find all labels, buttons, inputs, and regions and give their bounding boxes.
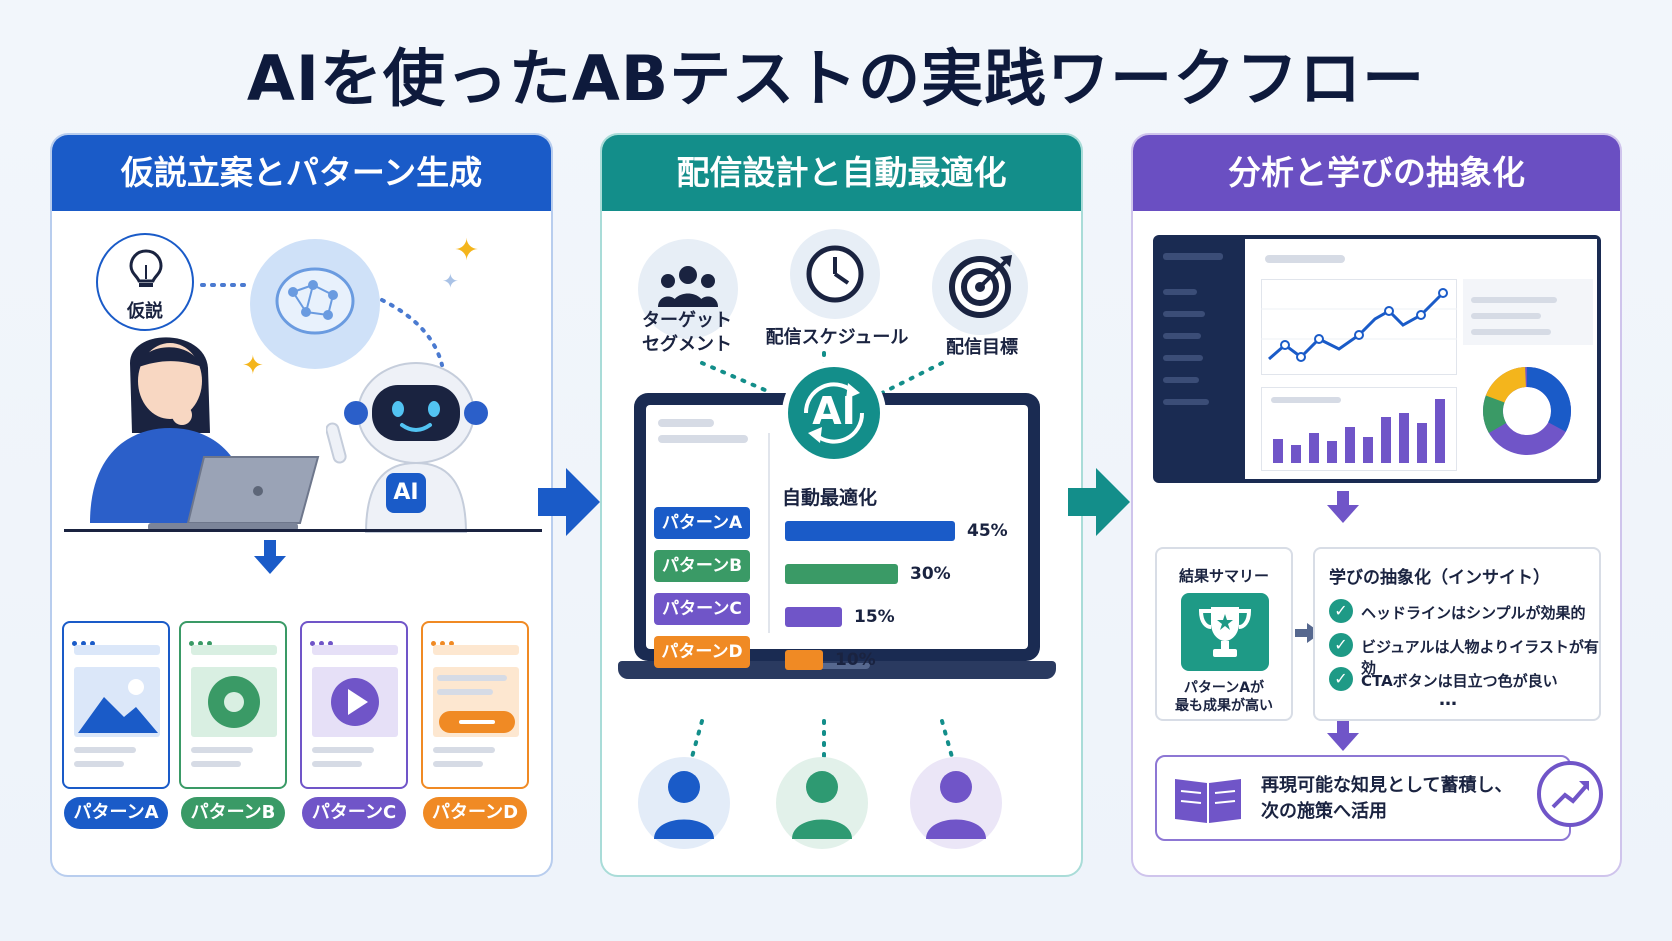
pattern-tag: パターンB <box>654 550 750 582</box>
user-icon <box>792 771 852 839</box>
ai-badge: AI <box>386 473 426 513</box>
arrow-down-icon <box>1327 721 1359 751</box>
page-title: AIを使ったABテストの実践ワークフロー <box>246 42 1426 115</box>
pattern-tag: パターンD <box>654 636 750 668</box>
allocation-bar <box>785 650 823 670</box>
sparkle-icon: ✦ <box>442 269 459 293</box>
result-summary-card: 結果サマリー パターンAが 最も成果が高い <box>1155 547 1293 721</box>
refresh-icon <box>803 382 865 444</box>
ai-brain-graphic <box>250 239 380 369</box>
pattern-tag: パターンC <box>654 593 750 625</box>
trend-up-icon <box>1551 781 1589 809</box>
target-segment-label: ターゲット セグメント <box>642 310 732 355</box>
target-icon <box>949 255 1012 318</box>
flow-arrow-icon <box>1068 468 1130 536</box>
user-avatar <box>910 757 1002 849</box>
allocation-percent: 45% <box>967 521 1008 541</box>
insight-card: 学びの抽象化（インサイト） ✓ ヘッドラインはシンプルが効果的 ✓ ビジュアルは人物よ… <box>1313 547 1601 721</box>
sparkle-icon: ✦ <box>454 233 480 268</box>
trophy-badge <box>1181 593 1269 671</box>
lightbulb-icon <box>129 249 163 287</box>
outcome-card: 再現可能な知見として蓄積し、 次の施策へ活用 <box>1155 755 1571 841</box>
arrow-down-icon <box>1327 491 1359 523</box>
ai-engine: AI <box>782 361 886 465</box>
hypothesis-bubble: 仮説 <box>96 233 194 331</box>
check-icon: ✓ <box>1329 633 1353 657</box>
trophy-icon <box>1199 607 1251 657</box>
panel-hypothesis-generation: 仮説立案とパターン生成 仮説 ✦ ✦ ✦ <box>50 133 553 877</box>
allocation-percent: 10% <box>835 650 876 670</box>
allocation-percent: 30% <box>910 564 951 584</box>
pattern-label: パターンC <box>302 797 406 829</box>
desk-line <box>64 529 542 532</box>
insight-title: 学びの抽象化（インサイト） <box>1329 568 1550 588</box>
analytics-dashboard <box>1153 235 1601 483</box>
outcome-text: 再現可能な知見として蓄積し、 次の施策へ活用 <box>1261 775 1513 822</box>
user-avatar <box>638 757 730 849</box>
summary-text: パターンAが 最も成果が高い <box>1175 680 1273 714</box>
book-icon <box>1175 779 1241 823</box>
insights-more: … <box>1439 689 1457 710</box>
brain-icon <box>275 267 355 335</box>
panel-analysis-insights: 分析と学びの抽象化 <box>1131 133 1622 877</box>
play-icon <box>331 678 379 726</box>
user-icon <box>654 771 714 839</box>
allocation-bar <box>785 607 842 627</box>
hypothesis-label: 仮説 <box>127 301 163 322</box>
allocation-bar <box>785 521 955 541</box>
panel-heading: 配信設計と自動最適化 <box>602 135 1081 211</box>
image-icon <box>78 679 158 733</box>
pattern-label: パターンB <box>181 797 285 829</box>
ai-badge: AI <box>812 389 856 433</box>
sparkle-icon: ✦ <box>242 351 264 381</box>
panel-heading: 分析と学びの抽象化 <box>1133 135 1620 211</box>
user-avatar <box>776 757 868 849</box>
allocation-bar <box>785 564 898 584</box>
check-icon: ✓ <box>1329 599 1353 623</box>
target-segment-node <box>638 239 738 339</box>
summary-title: 結果サマリー <box>1178 567 1269 585</box>
group-icon <box>658 266 718 307</box>
clock-icon <box>806 245 864 303</box>
schedule-node <box>790 229 880 319</box>
check-icon: ✓ <box>1329 667 1353 691</box>
user-icon <box>926 771 986 839</box>
schedule-label: 配信スケジュール <box>765 327 909 348</box>
insight-item: ヘッドラインはシンプルが効果的 <box>1361 604 1586 622</box>
line-chart-graphic <box>1261 288 1457 362</box>
delivery-goal-node <box>932 239 1028 335</box>
donut-chart-graphic <box>1483 367 1571 456</box>
insight-item: ビジュアルは人物よりイラストが有効 <box>1361 638 1599 677</box>
video-disc-icon <box>208 676 260 728</box>
bar-chart-graphic <box>1273 399 1445 463</box>
cta-button-icon <box>437 675 515 733</box>
laptop-icon <box>148 456 320 531</box>
connector-lines <box>200 283 444 367</box>
robot-illustration <box>326 362 488 533</box>
pattern-tag: パターンA <box>654 507 750 539</box>
auto-optimization-label: 自動最適化 <box>782 487 878 509</box>
allocation-percent: 15% <box>854 607 895 627</box>
delivery-goal-label: 配信目標 <box>946 337 1018 358</box>
pattern-label: パターンD <box>423 797 527 829</box>
flow-arrow-icon <box>538 468 600 536</box>
arrow-down-icon <box>254 540 286 574</box>
growth-badge <box>1537 761 1603 827</box>
panel-delivery-optimization: 配信設計と自動最適化 ターゲット セグメント 配信スケジュール 配信目標 <box>600 133 1083 877</box>
insight-item: CTAボタンは目立つ色が良い <box>1361 672 1558 690</box>
pattern-label: パターンA <box>64 797 168 829</box>
panel-heading: 仮説立案とパターン生成 <box>52 135 551 211</box>
